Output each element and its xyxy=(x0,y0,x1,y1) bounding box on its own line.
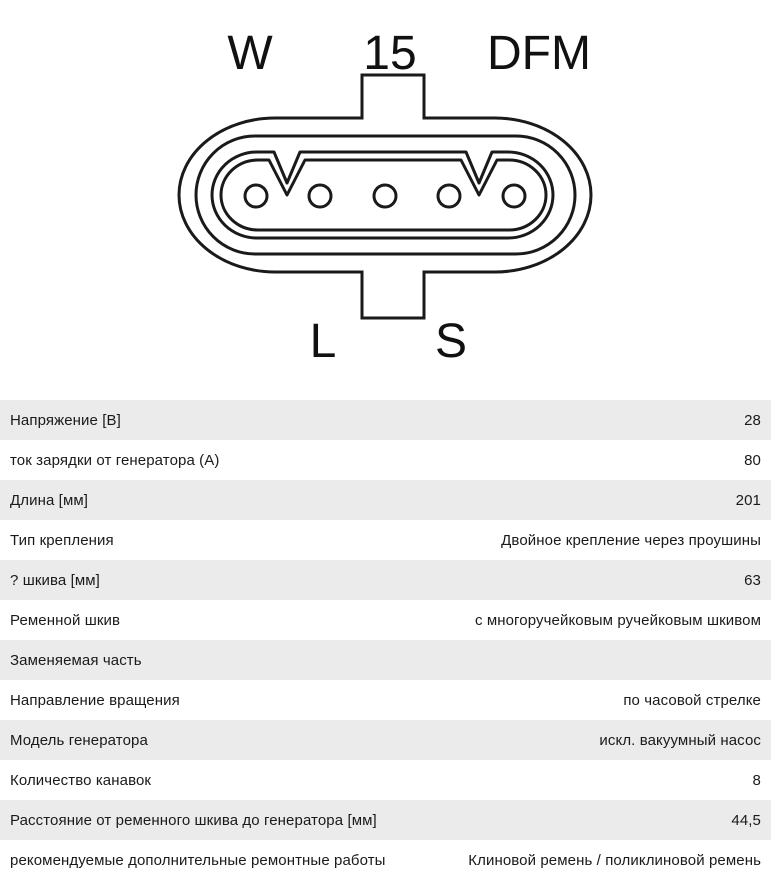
spec-value: с многоручейковым ручейковым шкивом xyxy=(474,611,761,629)
spec-label: Модель генератора xyxy=(10,731,148,749)
spec-row-pulley-distance: Расстояние от ременного шкива до генерат… xyxy=(0,800,771,840)
spec-value: по часовой стрелке xyxy=(623,691,761,709)
pin-label-dfm: DFM xyxy=(487,27,591,80)
connector-diagram: W 15 DFM L S xyxy=(0,0,771,400)
pin-label-15: 15 xyxy=(363,27,416,80)
spec-row-length: Длина [мм] 201 xyxy=(0,480,771,520)
pin-socket-3 xyxy=(372,183,398,209)
spec-label: Напряжение [В] xyxy=(10,411,121,429)
pin-socket-2 xyxy=(307,183,333,209)
spec-value: 201 xyxy=(735,491,761,509)
spec-value: 80 xyxy=(744,451,761,469)
connector-inner-ring xyxy=(194,134,577,256)
spec-label: рекомендуемые дополнительные ремонтные р… xyxy=(10,851,386,869)
spec-label: Длина [мм] xyxy=(10,491,89,509)
spec-label: Ременной шкив xyxy=(10,611,121,629)
connector-housing-outline xyxy=(177,73,593,320)
spec-row-rotation-direction: Направление вращения по часовой стрелке xyxy=(0,680,771,720)
spec-value: Клиновой ремень / поликлиновой ремень xyxy=(468,851,761,869)
spec-value: 63 xyxy=(744,571,761,589)
pin-cavity-inner-outline xyxy=(219,158,548,232)
spec-row-generator-model: Модель генератора искл. вакуумный насос xyxy=(0,720,771,760)
pin-socket-4 xyxy=(436,183,462,209)
spec-row-mounting-type: Тип крепления Двойное крепление через пр… xyxy=(0,520,771,560)
spec-row-voltage: Напряжение [В] 28 xyxy=(0,400,771,440)
spec-value: 28 xyxy=(744,411,761,429)
spec-label: Количество канавок xyxy=(10,771,152,789)
spec-value: 8 xyxy=(752,771,761,789)
spec-row-replacement-part: Заменяемая часть xyxy=(0,640,771,680)
spec-label: Тип крепления xyxy=(10,531,114,549)
pin-label-w: W xyxy=(227,27,273,80)
spec-row-recommended-repairs: рекомендуемые дополнительные ремонтные р… xyxy=(0,840,771,880)
spec-label: Направление вращения xyxy=(10,691,180,709)
spec-value: 44,5 xyxy=(731,811,761,829)
spec-label: ток зарядки от генератора (А) xyxy=(10,451,220,469)
spec-value: Двойное крепление через проушины xyxy=(501,531,761,549)
pin-cavity-outline xyxy=(210,150,555,240)
spec-row-belt-pulley: Ременной шкив с многоручейковым ручейков… xyxy=(0,600,771,640)
spec-row-groove-count: Количество канавок 8 xyxy=(0,760,771,800)
pin-socket-5 xyxy=(501,183,527,209)
spec-row-pulley-diameter: ? шкива [мм] 63 xyxy=(0,560,771,600)
spec-label: Расстояние от ременного шкива до генерат… xyxy=(10,811,377,829)
connector-pinout-drawing: W 15 DFM L S xyxy=(177,27,593,368)
spec-label: Заменяемая часть xyxy=(10,651,142,669)
pin-label-s: S xyxy=(435,315,467,368)
pin-socket-1 xyxy=(243,183,269,209)
spec-row-charging-current: ток зарядки от генератора (А) 80 xyxy=(0,440,771,480)
pin-label-l: L xyxy=(310,315,337,368)
specifications-table: Напряжение [В] 28 ток зарядки от генерат… xyxy=(0,400,771,880)
spec-value: искл. вакуумный насос xyxy=(599,731,761,749)
spec-label: ? шкива [мм] xyxy=(10,571,100,589)
